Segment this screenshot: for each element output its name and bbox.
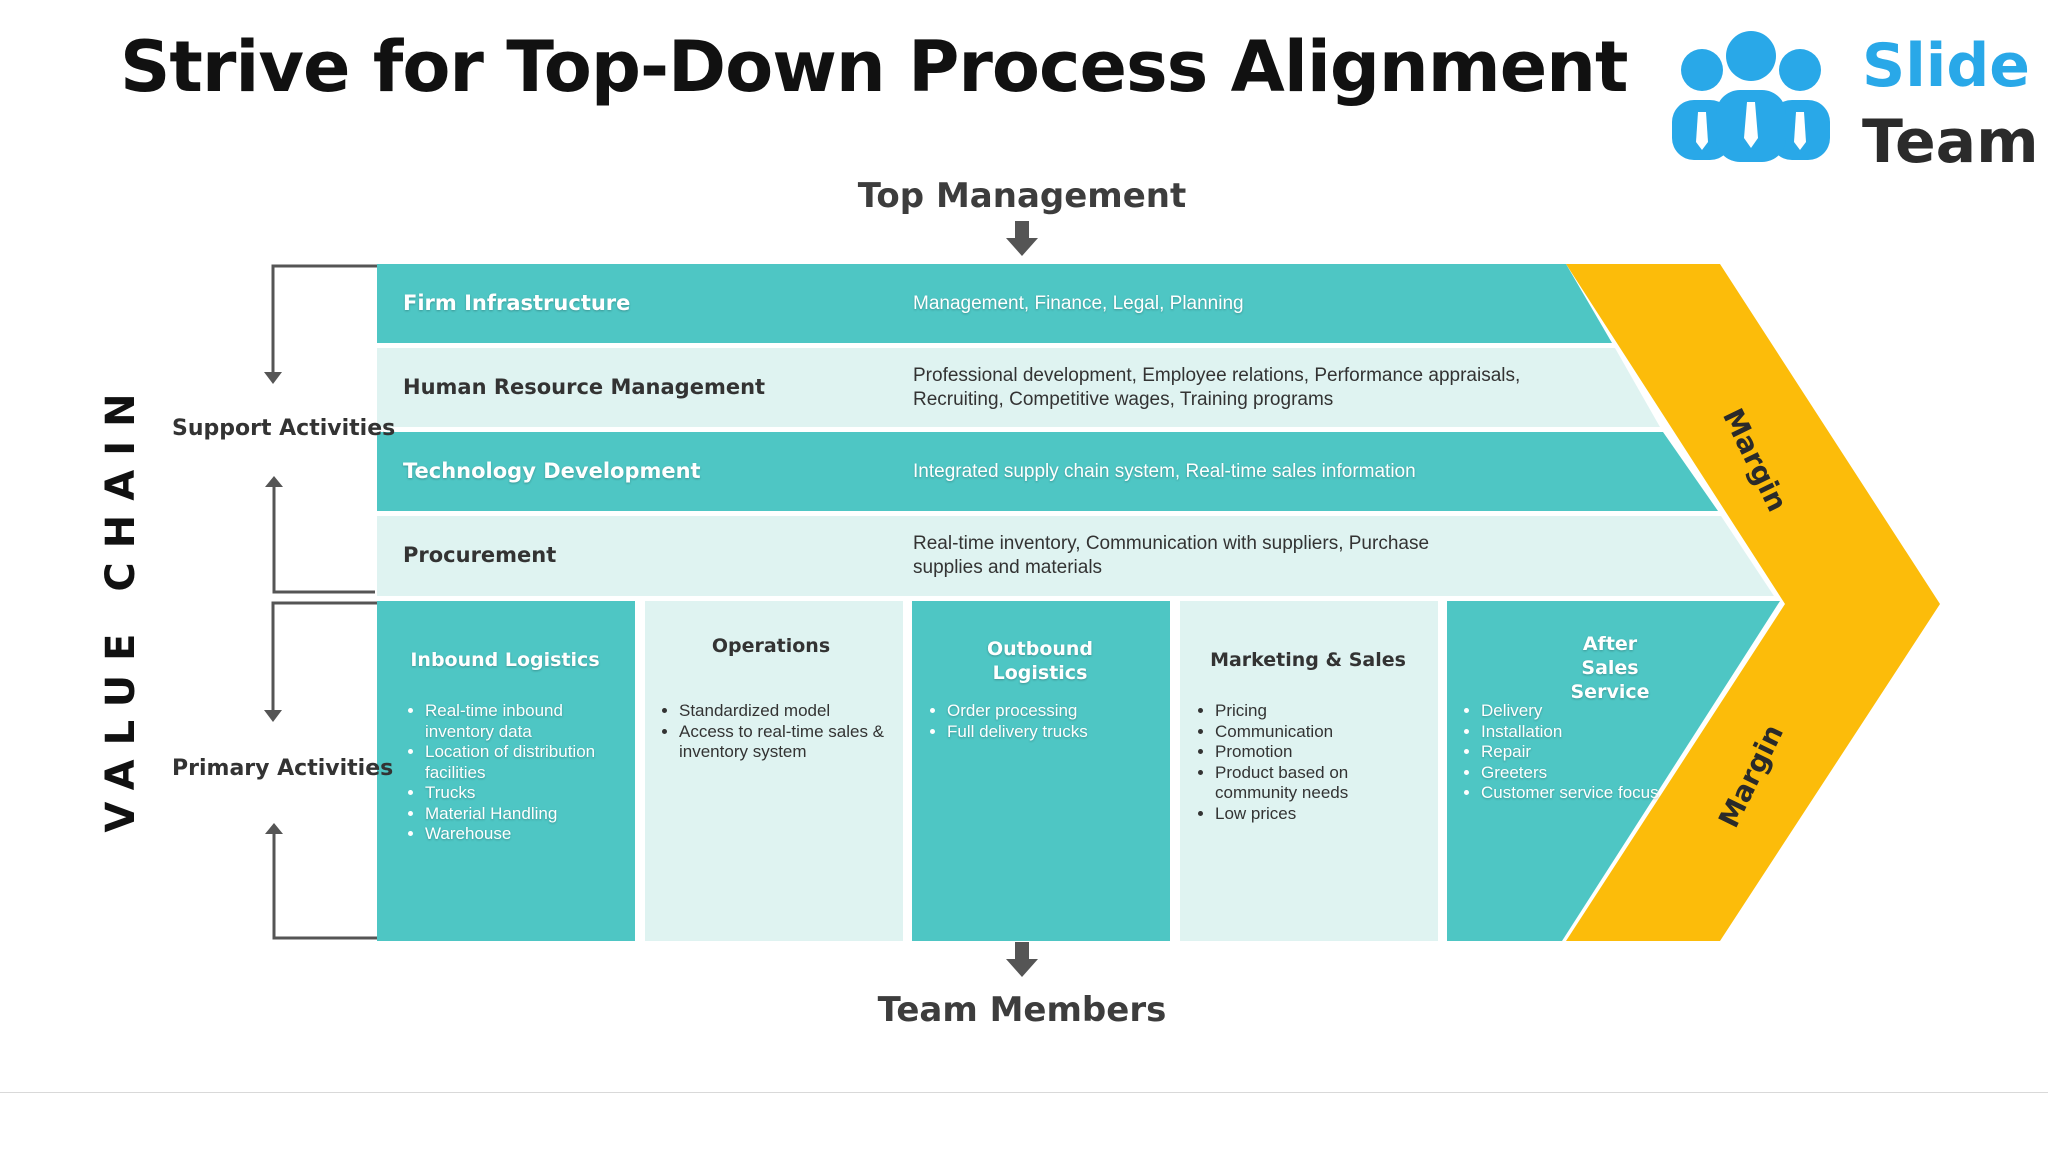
column-box-outbound-logistics [912, 601, 1170, 941]
row-desc-human-resource-management: Professional development, Employee relat… [913, 365, 1521, 410]
row-desc-procurement: Real-time inventory, Communication with … [913, 533, 1430, 578]
column-list-operations: Standardized model Access to real-time s… [657, 701, 899, 763]
column-title-text: After Sales Service [1570, 633, 1650, 703]
list-item: Product based on community needs [1215, 763, 1415, 804]
list-item: Real-time inbound inventory data [425, 701, 625, 742]
list-item: Full delivery trucks [947, 722, 1147, 743]
top-management-label: Top Management [857, 176, 1187, 216]
column-title-inbound-logistics: Inbound Logistics [410, 649, 600, 671]
list-item: Location of distribution facilities [425, 742, 625, 783]
column-box-inbound-logistics [377, 601, 635, 941]
team-members-label: Team Members [877, 990, 1167, 1030]
column-list-after-sales-service: Delivery Installation Repair Greeters Cu… [1459, 701, 1661, 804]
row-title-technology-development: Technology Development [403, 459, 701, 483]
row-title-human-resource-management: Human Resource Management [403, 375, 766, 399]
bottom-down-arrow-icon [1006, 942, 1038, 977]
list-item: Repair [1481, 742, 1661, 763]
list-item: Delivery [1481, 701, 1661, 722]
column-list-inbound-logistics: Real-time inbound inventory data Locatio… [403, 701, 625, 845]
list-item: Access to real-time sales & inventory sy… [679, 722, 899, 763]
column-title-text: Outbound Logistics [986, 638, 1094, 684]
logo-word-team: Team [1862, 107, 2039, 177]
column-title-outbound-logistics: Outbound Logistics [920, 637, 1160, 685]
column-box-operations [645, 601, 903, 941]
support-down-arrow-icon [264, 372, 282, 384]
column-list-outbound-logistics: Order processing Full delivery trucks [925, 701, 1147, 742]
list-item: Material Handling [425, 804, 625, 825]
margin-chevron [1566, 264, 1940, 941]
column-list-marketing-sales: Pricing Communication Promotion Product … [1193, 701, 1415, 824]
row-title-procurement: Procurement [403, 543, 557, 567]
list-item: Greeters [1481, 763, 1661, 784]
primary-down-arrow-icon [264, 710, 282, 722]
list-item: Trucks [425, 783, 625, 804]
value-chain-label: VALUE CHAIN [98, 379, 144, 833]
list-item: Promotion [1215, 742, 1415, 763]
list-item: Order processing [947, 701, 1147, 722]
column-box-marketing-sales [1180, 601, 1438, 941]
list-item: Low prices [1215, 804, 1415, 825]
primary-bracket [271, 601, 377, 940]
list-item: Customer service focus [1481, 783, 1661, 804]
list-item: Warehouse [425, 824, 625, 845]
list-item: Installation [1481, 722, 1661, 743]
row-title-firm-infrastructure: Firm Infrastructure [403, 291, 631, 315]
row-desc-firm-infrastructure: Management, Finance, Legal, Planning [913, 293, 1244, 314]
list-item: Communication [1215, 722, 1415, 743]
footer-divider [0, 1092, 2048, 1093]
list-item: Standardized model [679, 701, 899, 722]
support-bracket [271, 264, 377, 594]
list-item: Pricing [1215, 701, 1415, 722]
page-title: Strive for Top-Down Process Alignment [120, 26, 1628, 108]
column-title-operations: Operations [711, 635, 831, 657]
slideteam-logo: Slide Team [1660, 20, 2039, 180]
logo-word-slide: Slide [1862, 31, 2030, 101]
support-up-arrow-icon [265, 476, 283, 487]
people-logo-icon [1672, 31, 1830, 162]
row-band-technology-development [377, 432, 1718, 511]
primary-up-arrow-icon [265, 823, 283, 834]
top-down-arrow-icon [1006, 221, 1038, 256]
support-activities-label: Support Activities [172, 416, 396, 441]
primary-activities-label: Primary Activities [172, 756, 394, 781]
column-title-marketing-sales: Marketing & Sales [1210, 649, 1406, 671]
row-band-procurement [377, 516, 1774, 596]
column-title-after-sales-service: After Sales Service [1490, 632, 1730, 704]
row-band-human-resource-management [377, 348, 1660, 427]
row-desc-technology-development: Integrated supply chain system, Real-tim… [913, 461, 1416, 482]
column-box-after-sales-service [1447, 601, 1780, 941]
row-band-firm-infrastructure [377, 264, 1612, 343]
